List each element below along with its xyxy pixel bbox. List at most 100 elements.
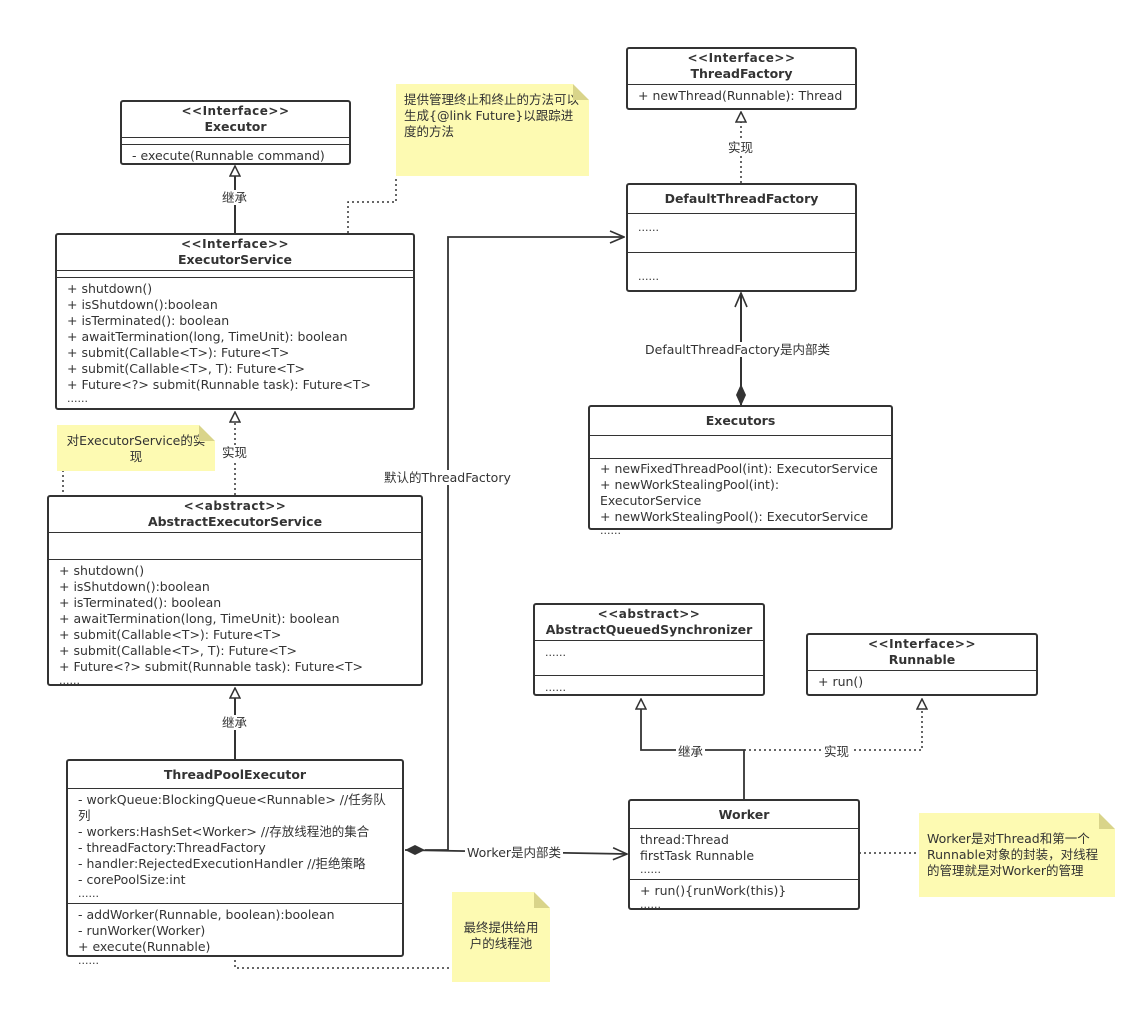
class-abstract-executor-service: <<abstract>> AbstractExecutorService + s… [47, 495, 423, 687]
method: + submit(Callable<T>): Future<T> [67, 345, 290, 360]
ellipsis: ...... [545, 681, 566, 694]
default-factory-line [425, 237, 624, 851]
method: + run() [818, 674, 864, 689]
field: - handler:RejectedExecutionHandler //拒绝策… [78, 856, 366, 871]
ellipsis: ...... [545, 646, 566, 659]
field: thread:Thread [640, 832, 729, 847]
method-section: + shutdown() + isShutdown():boolean + is… [49, 560, 421, 690]
class-aqs: <<abstract>> AbstractQueuedSynchronizer … [533, 603, 765, 696]
attribute-section [49, 533, 421, 560]
method-section: - execute(Runnable command) [122, 145, 349, 167]
method-section: ...... [628, 253, 855, 283]
class-name: ExecutorService [177, 252, 293, 267]
note-text: 最终提供给用户的线程池 [463, 920, 539, 951]
field: - workQueue:BlockingQueue<Runnable> //任务… [78, 792, 386, 823]
note-executor-service: 提供管理终止和终止的方法可以生成{@link Future}以跟踪进度的方法 [396, 84, 589, 176]
method: + shutdown() [59, 563, 145, 578]
ellipsis: ...... [638, 221, 659, 234]
method: + newFixedThreadPool(int): ExecutorServi… [600, 461, 878, 476]
note-worker: Worker是对Thread和第一个Runnable对象的封装，对线程的管理就是… [919, 813, 1115, 897]
method: + isTerminated(): boolean [67, 313, 230, 328]
method: + submit(Callable<T>, T): Future<T> [59, 643, 297, 658]
label-realize-executor-service: 实现 [220, 445, 250, 460]
stereotype: <<Interface>> [867, 637, 977, 651]
method: + Future<?> submit(Runnable task): Futur… [59, 659, 363, 674]
note-thread-pool: 最终提供给用户的线程池 [452, 892, 550, 982]
attribute-section [590, 436, 891, 459]
class-name: Worker [718, 807, 770, 822]
method: + isShutdown():boolean [67, 297, 218, 312]
class-name: AbstractExecutorService [147, 514, 323, 529]
label-inherit-abstract: 继承 [220, 715, 250, 730]
method: - runWorker(Worker) [78, 923, 206, 938]
method-section: ...... [535, 676, 763, 694]
class-worker-header: Worker [630, 801, 858, 829]
method-section: + run() [808, 671, 1036, 693]
method: + awaitTermination(long, TimeUnit): bool… [67, 329, 348, 344]
note-abstract-executor-service: 对ExecutorService的实现 [57, 425, 215, 471]
class-executor-service-header: <<Interface>> ExecutorService [57, 235, 413, 271]
stereotype: <<abstract>> [597, 607, 701, 621]
class-abstract-header: <<abstract>> AbstractExecutorService [49, 497, 421, 533]
class-thread-factory: <<Interface>> ThreadFactory + newThread(… [626, 47, 857, 110]
label-inherit-executor: 继承 [220, 190, 250, 205]
attribute-section: ...... [628, 214, 855, 253]
label-realize-thread-factory: 实现 [726, 140, 756, 155]
class-aqs-header: <<abstract>> AbstractQueuedSynchronizer [535, 605, 763, 641]
class-default-thread-factory: DefaultThreadFactory ...... ...... [626, 183, 857, 292]
ellipsis: ...... [640, 898, 661, 911]
class-executor: <<Interface>> Executor - execute(Runnabl… [120, 100, 351, 165]
label-default-factory: 默认的ThreadFactory [382, 470, 513, 485]
class-executors-header: Executors [590, 407, 891, 436]
method: + awaitTermination(long, TimeUnit): bool… [59, 611, 340, 626]
method-section: + newFixedThreadPool(int): ExecutorServi… [590, 459, 891, 539]
method-section: + shutdown() + isShutdown():boolean + is… [57, 278, 413, 408]
attribute-section: thread:Thread firstTask Runnable ...... [630, 829, 858, 880]
note-text: Worker是对Thread和第一个Runnable对象的封装，对线程的管理就是… [927, 831, 1099, 878]
stereotype: <<Interface>> [687, 51, 796, 65]
method: + submit(Callable<T>, T): Future<T> [67, 361, 305, 376]
label-realize-runnable: 实现 [822, 744, 852, 759]
worker-diamond [405, 845, 425, 855]
class-executor-header: <<Interface>> Executor [122, 102, 349, 138]
class-name: Executor [204, 119, 267, 134]
class-worker: Worker thread:Thread firstTask Runnable … [628, 799, 860, 911]
class-runnable-header: <<Interface>> Runnable [808, 635, 1036, 671]
field: - corePoolSize:int [78, 872, 186, 887]
stereotype: <<Interface>> [181, 104, 290, 118]
attribute-section [122, 138, 349, 145]
note-link-executor-service [347, 176, 397, 233]
ellipsis: ...... [67, 392, 88, 405]
class-name: ThreadPoolExecutor [163, 767, 307, 782]
attribute-section: - workQueue:BlockingQueue<Runnable> //任务… [68, 789, 402, 904]
note-text: 提供管理终止和终止的方法可以生成{@link Future}以跟踪进度的方法 [404, 92, 580, 139]
method: + newWorkStealingPool(int): ExecutorServ… [600, 477, 780, 508]
composition-diamond [736, 384, 746, 406]
class-runnable: <<Interface>> Runnable + run() [806, 633, 1038, 696]
method: + Future<?> submit(Runnable task): Futur… [67, 377, 371, 392]
method-section: + newThread(Runnable): Thread [628, 85, 855, 107]
ellipsis: ...... [78, 887, 99, 900]
class-name: DefaultThreadFactory [664, 191, 819, 206]
realize-runnable-line [744, 699, 922, 751]
attribute-section: ...... [535, 641, 763, 676]
field: firstTask Runnable [640, 848, 755, 863]
method: + newWorkStealingPool(): ExecutorService [600, 509, 869, 524]
class-thread-factory-header: <<Interface>> ThreadFactory [628, 49, 855, 85]
label-inner-factory: DefaultThreadFactory是内部类 [643, 342, 833, 357]
method: + isShutdown():boolean [59, 579, 210, 594]
ellipsis: ...... [600, 524, 621, 537]
attribute-section [57, 271, 413, 278]
method: - execute(Runnable command) [132, 148, 325, 163]
stereotype: <<Interface>> [180, 237, 290, 251]
ellipsis: ...... [59, 674, 80, 687]
field: - workers:HashSet<Worker> //存放线程池的集合 [78, 824, 370, 839]
method: + execute(Runnable) [78, 939, 211, 954]
field: - threadFactory:ThreadFactory [78, 840, 266, 855]
method: + shutdown() [67, 281, 153, 296]
stereotype: <<abstract>> [183, 499, 287, 513]
class-thread-pool-header: ThreadPoolExecutor [68, 761, 402, 789]
class-default-factory-header: DefaultThreadFactory [628, 185, 855, 214]
class-name: ThreadFactory [690, 66, 793, 81]
